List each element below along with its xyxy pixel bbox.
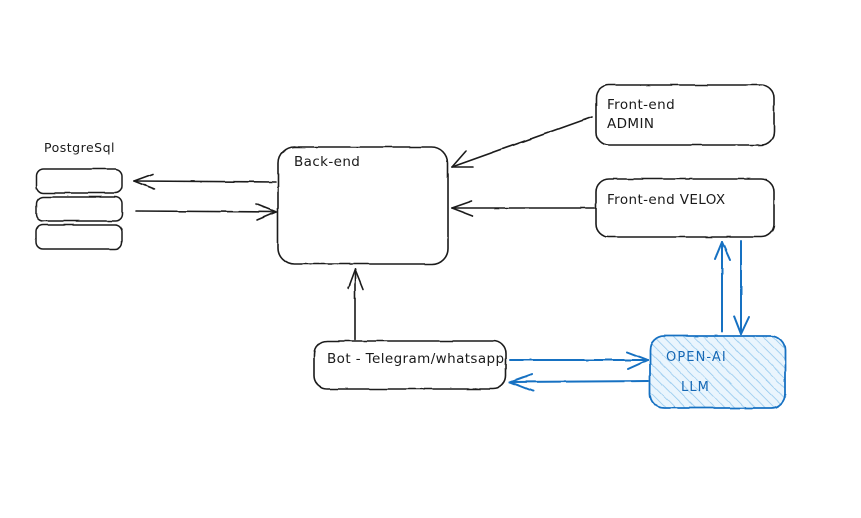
frontend-admin-node-shape[interactable] <box>595 84 775 146</box>
postgresql-datastore-shape <box>35 168 123 250</box>
frontend-velox-node-shape[interactable] <box>595 178 775 238</box>
openai-llm-node-shape[interactable] <box>649 335 786 409</box>
frontend-admin-to-backend-arrow <box>451 116 593 168</box>
bot-node-shape[interactable] <box>313 340 507 390</box>
bot-to-openai-arrow <box>509 351 649 370</box>
postgresql-to-backend-arrow <box>135 203 277 221</box>
openai-to-frontend-velox-arrow <box>714 241 731 333</box>
backend-to-postgresql-arrow <box>133 173 277 190</box>
bot-to-backend-arrow <box>347 268 364 340</box>
frontend-velox-to-backend-arrow <box>451 200 595 217</box>
backend-node-shape[interactable] <box>277 146 449 265</box>
openai-to-bot-arrow <box>509 373 649 392</box>
frontend-velox-to-openai-arrow <box>733 240 750 335</box>
postgresql-label: PostgreSql <box>44 140 115 155</box>
